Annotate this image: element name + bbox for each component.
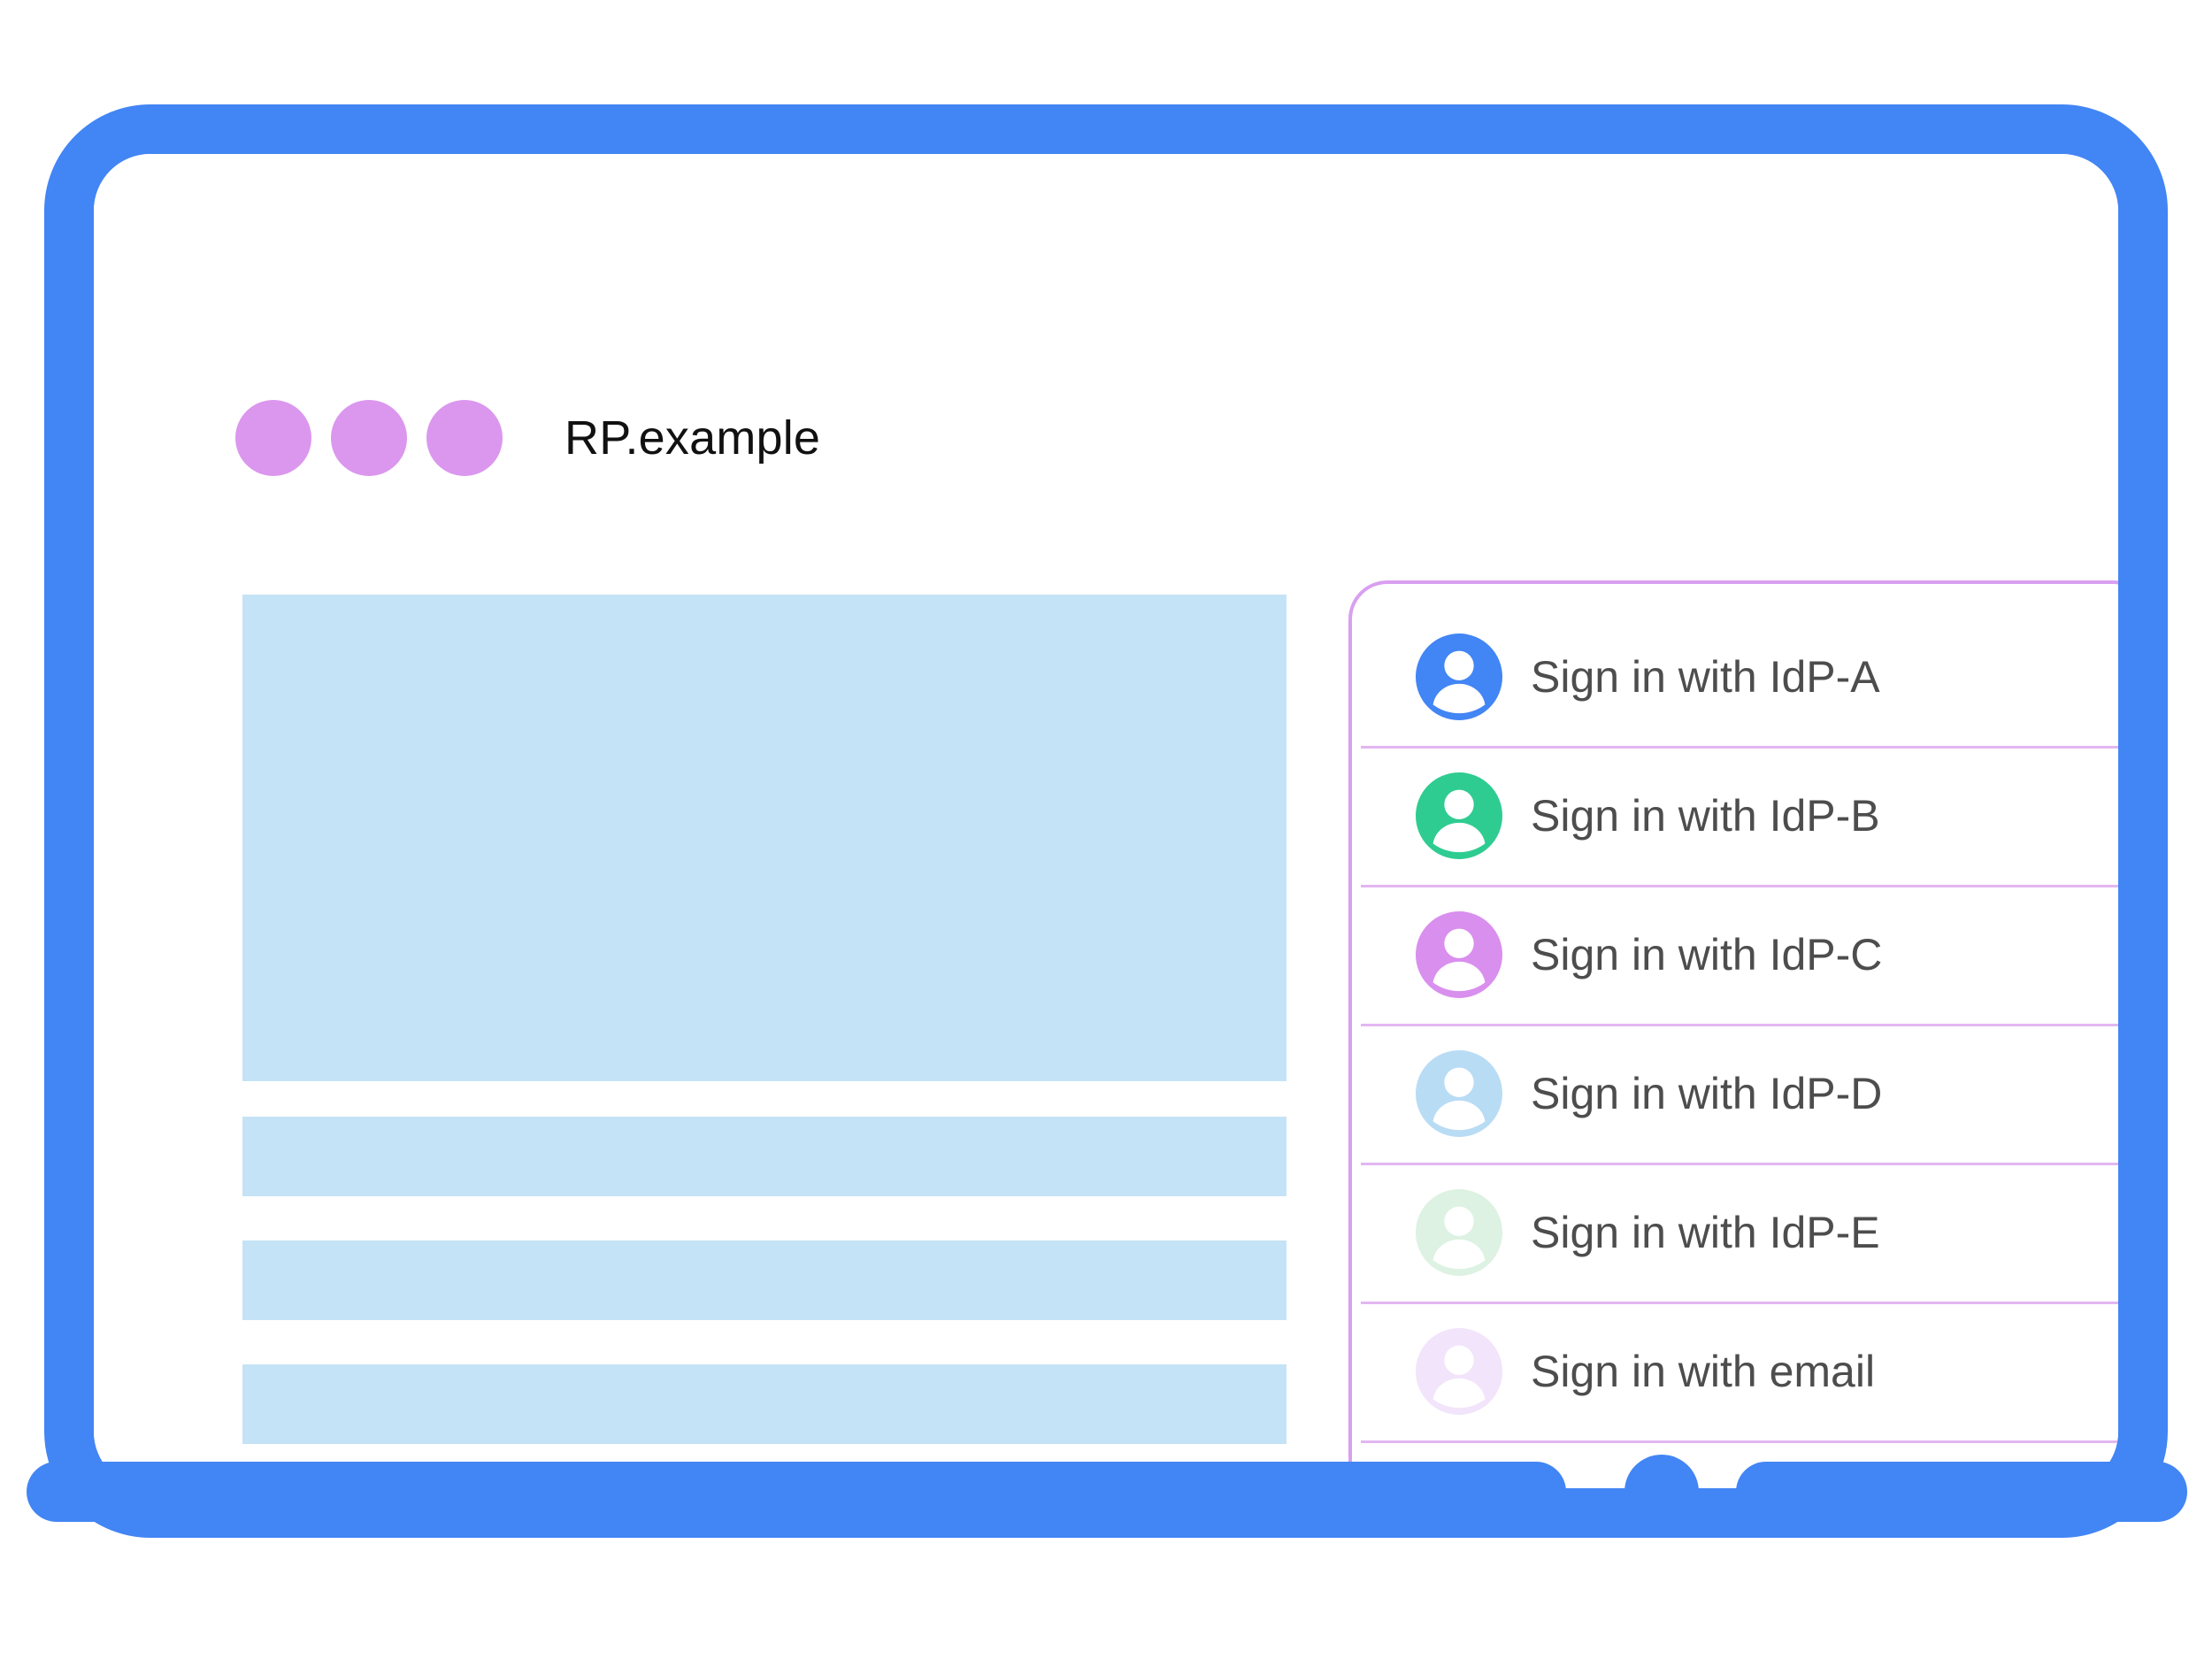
hero-block-placeholder bbox=[242, 595, 1286, 1081]
account-chooser-list: Sign in with IdP-A Sign in with IdP-B Sign… bbox=[1352, 607, 2118, 1488]
account-option-label: Sign in with IdP-B bbox=[1531, 790, 1880, 841]
account-option-label: Sign in with IdP-A bbox=[1531, 651, 1880, 702]
account-chooser-dialog: Sign in with IdP-A Sign in with IdP-B Sign… bbox=[1348, 580, 2118, 1488]
account-avatar-icon bbox=[1416, 772, 1502, 859]
account-option-label: Sign in with email bbox=[1531, 1346, 1876, 1396]
account-avatar-icon bbox=[1416, 910, 1502, 998]
account-option-row[interactable]: Sign in with IdP-C bbox=[1352, 885, 2118, 1024]
window-titlebar: RP.example bbox=[235, 400, 820, 476]
text-bar-placeholder-2 bbox=[242, 1240, 1286, 1320]
account-option-label: Sign in with IdP-E bbox=[1531, 1207, 1880, 1257]
page-title: RP.example bbox=[565, 411, 821, 465]
account-avatar-icon bbox=[1416, 1049, 1502, 1137]
account-option-row[interactable]: Sign in with IdP-B bbox=[1352, 746, 2118, 885]
window-dot-3[interactable] bbox=[426, 400, 503, 476]
device-base-left bbox=[27, 1462, 1566, 1522]
text-bar-placeholder-3 bbox=[242, 1364, 1286, 1444]
window-dot-1[interactable] bbox=[235, 400, 311, 476]
account-option-row[interactable]: Sign in with email bbox=[1352, 1302, 2118, 1440]
account-option-row[interactable]: Sign in with IdP-D bbox=[1352, 1024, 2118, 1163]
account-avatar-icon bbox=[1416, 633, 1502, 720]
account-option-label: Sign in with IdP-D bbox=[1531, 1068, 1883, 1118]
device-base-right bbox=[1736, 1462, 2187, 1522]
text-bar-placeholder-1 bbox=[242, 1117, 1286, 1196]
account-option-row[interactable]: Sign in with IdP-E bbox=[1352, 1163, 2118, 1302]
account-avatar-icon bbox=[1416, 1188, 1502, 1276]
home-button[interactable] bbox=[1624, 1455, 1699, 1529]
account-avatar-icon bbox=[1416, 1327, 1502, 1415]
window-dot-2[interactable] bbox=[331, 400, 407, 476]
account-option-row[interactable]: Sign in with IdP-A bbox=[1352, 607, 2118, 746]
account-option-label: Sign in with IdP-C bbox=[1531, 929, 1883, 979]
